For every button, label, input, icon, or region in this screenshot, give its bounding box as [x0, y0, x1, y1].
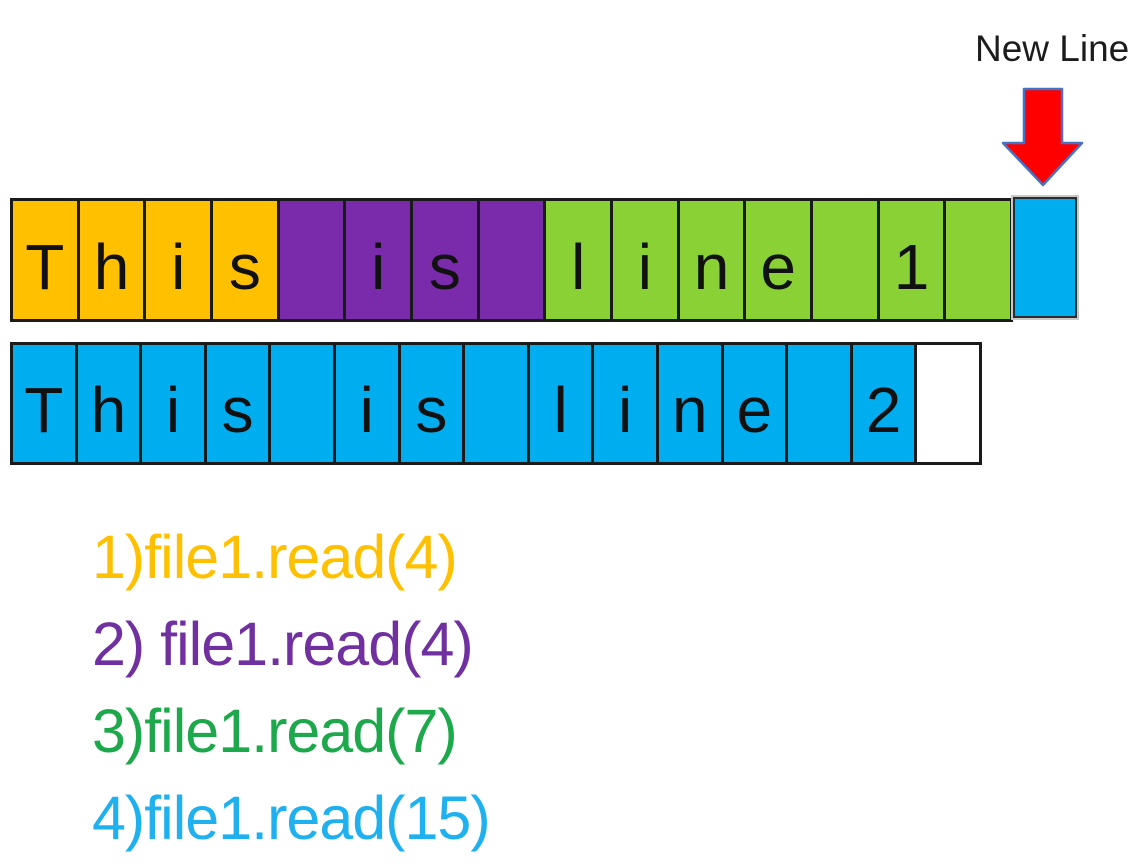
char-cell-space — [279, 201, 347, 319]
char-cell-l: l — [546, 201, 614, 319]
char-cell-h: h — [79, 201, 147, 319]
read-call-line: 4)file1.read(15) — [92, 784, 491, 852]
char-cell-l: l — [529, 345, 595, 462]
char-cell-e: e — [723, 345, 789, 462]
char-cell-s: s — [206, 345, 272, 462]
char-cell-space — [946, 201, 1011, 319]
newline-label: New Line — [975, 28, 1130, 69]
char-cell-s: s — [400, 345, 466, 462]
char-cell-i: i — [335, 345, 401, 462]
char-cell-s: s — [213, 201, 280, 319]
read-call-line: 3)file1.read(7) — [92, 697, 458, 765]
char-cell-h: h — [77, 345, 143, 462]
char-cell-space — [917, 345, 979, 462]
down-arrow-icon — [1001, 87, 1084, 187]
newline-char-cell — [1013, 197, 1077, 318]
char-cell-T: T — [13, 345, 78, 462]
char-cell-i: i — [146, 201, 214, 319]
char-cell-s: s — [413, 201, 480, 319]
char-cell-space — [788, 345, 853, 462]
char-cell-i: i — [142, 345, 207, 462]
char-cell-n: n — [679, 201, 747, 319]
char-cell-2: 2 — [852, 345, 918, 462]
char-cell-space — [479, 201, 547, 319]
char-cell-space — [813, 201, 880, 319]
read-call-line: 2) file1.read(4) — [92, 610, 474, 678]
char-cell-space — [271, 345, 336, 462]
char-cell-n: n — [658, 345, 724, 462]
char-cell-space — [465, 345, 530, 462]
char-cell-1: 1 — [879, 201, 947, 319]
char-cell-i: i — [594, 345, 659, 462]
char-cell-T: T — [13, 201, 80, 319]
char-cell-e: e — [746, 201, 814, 319]
char-cell-i: i — [346, 201, 414, 319]
char-cell-i: i — [613, 201, 680, 319]
read-calls: 1)file1.read(4) 2) file1.read(4) 3)file1.r… — [92, 514, 491, 862]
read-call-line: 1)file1.read(4) — [92, 523, 458, 591]
